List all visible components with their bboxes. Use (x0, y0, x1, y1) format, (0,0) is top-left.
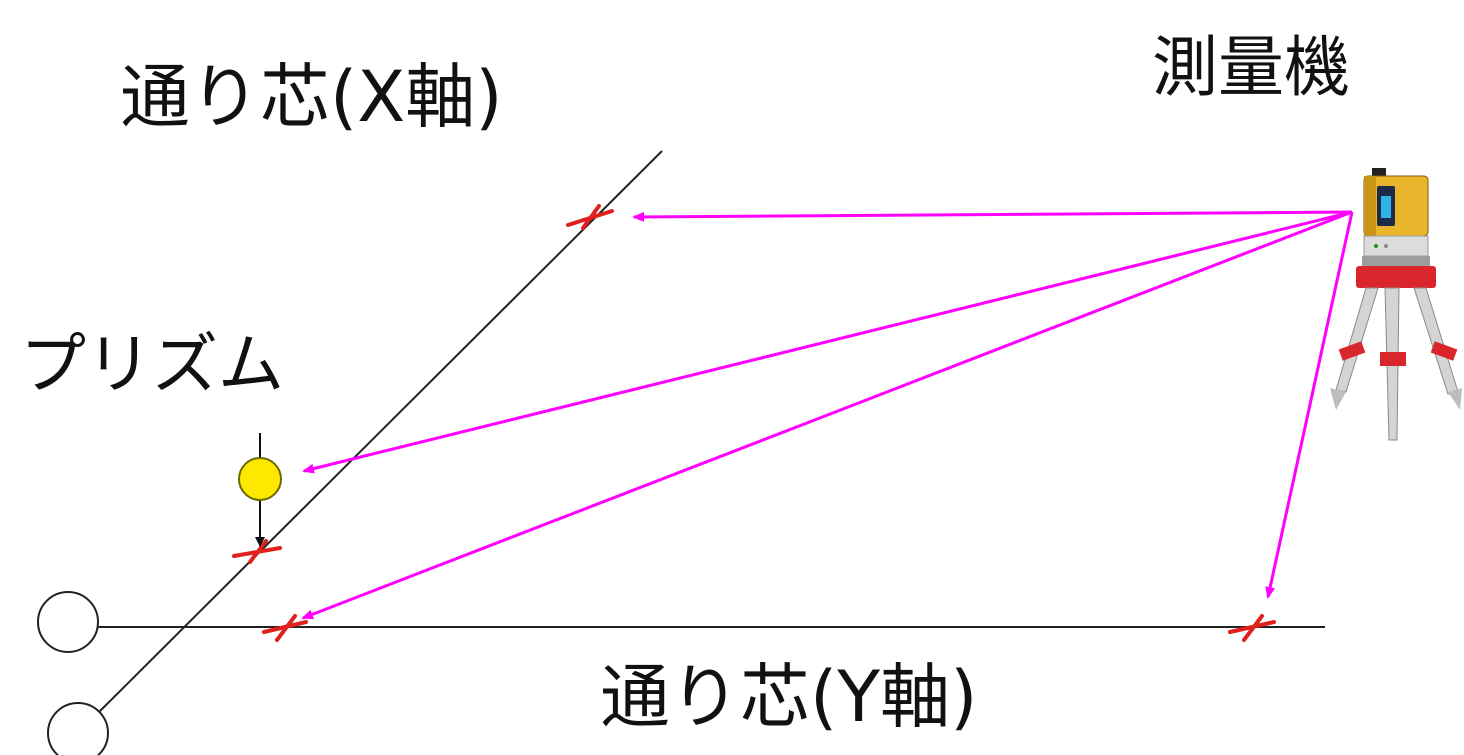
y-axis-mark-right (1228, 614, 1276, 642)
prism-label: プリズム (20, 326, 284, 403)
sight-lines (301, 210, 1354, 620)
x-axis-grid-line (92, 150, 663, 719)
y-axis-mark-left (262, 614, 308, 642)
sight-line-to-y-mark-right (1265, 211, 1354, 599)
y-axis-end-bubble-icon (37, 591, 99, 653)
sight-line-to-y-mark-left (301, 210, 1353, 620)
prism-target-icon (238, 433, 282, 547)
sight-line-to-x-mark (632, 210, 1353, 222)
sight-line-to-prism (302, 210, 1353, 474)
total-station-icon (1330, 168, 1462, 441)
x-axis-mark-top (566, 204, 614, 230)
instrument-label: 測量機 (1152, 29, 1350, 106)
marks (232, 204, 1276, 642)
x-axis-mark-prism (232, 539, 282, 564)
y-axis-label: 通り芯(Y軸) (600, 656, 978, 738)
x-axis-label: 通り芯(X軸) (120, 56, 503, 138)
x-axis-end-bubble-icon (47, 702, 109, 755)
